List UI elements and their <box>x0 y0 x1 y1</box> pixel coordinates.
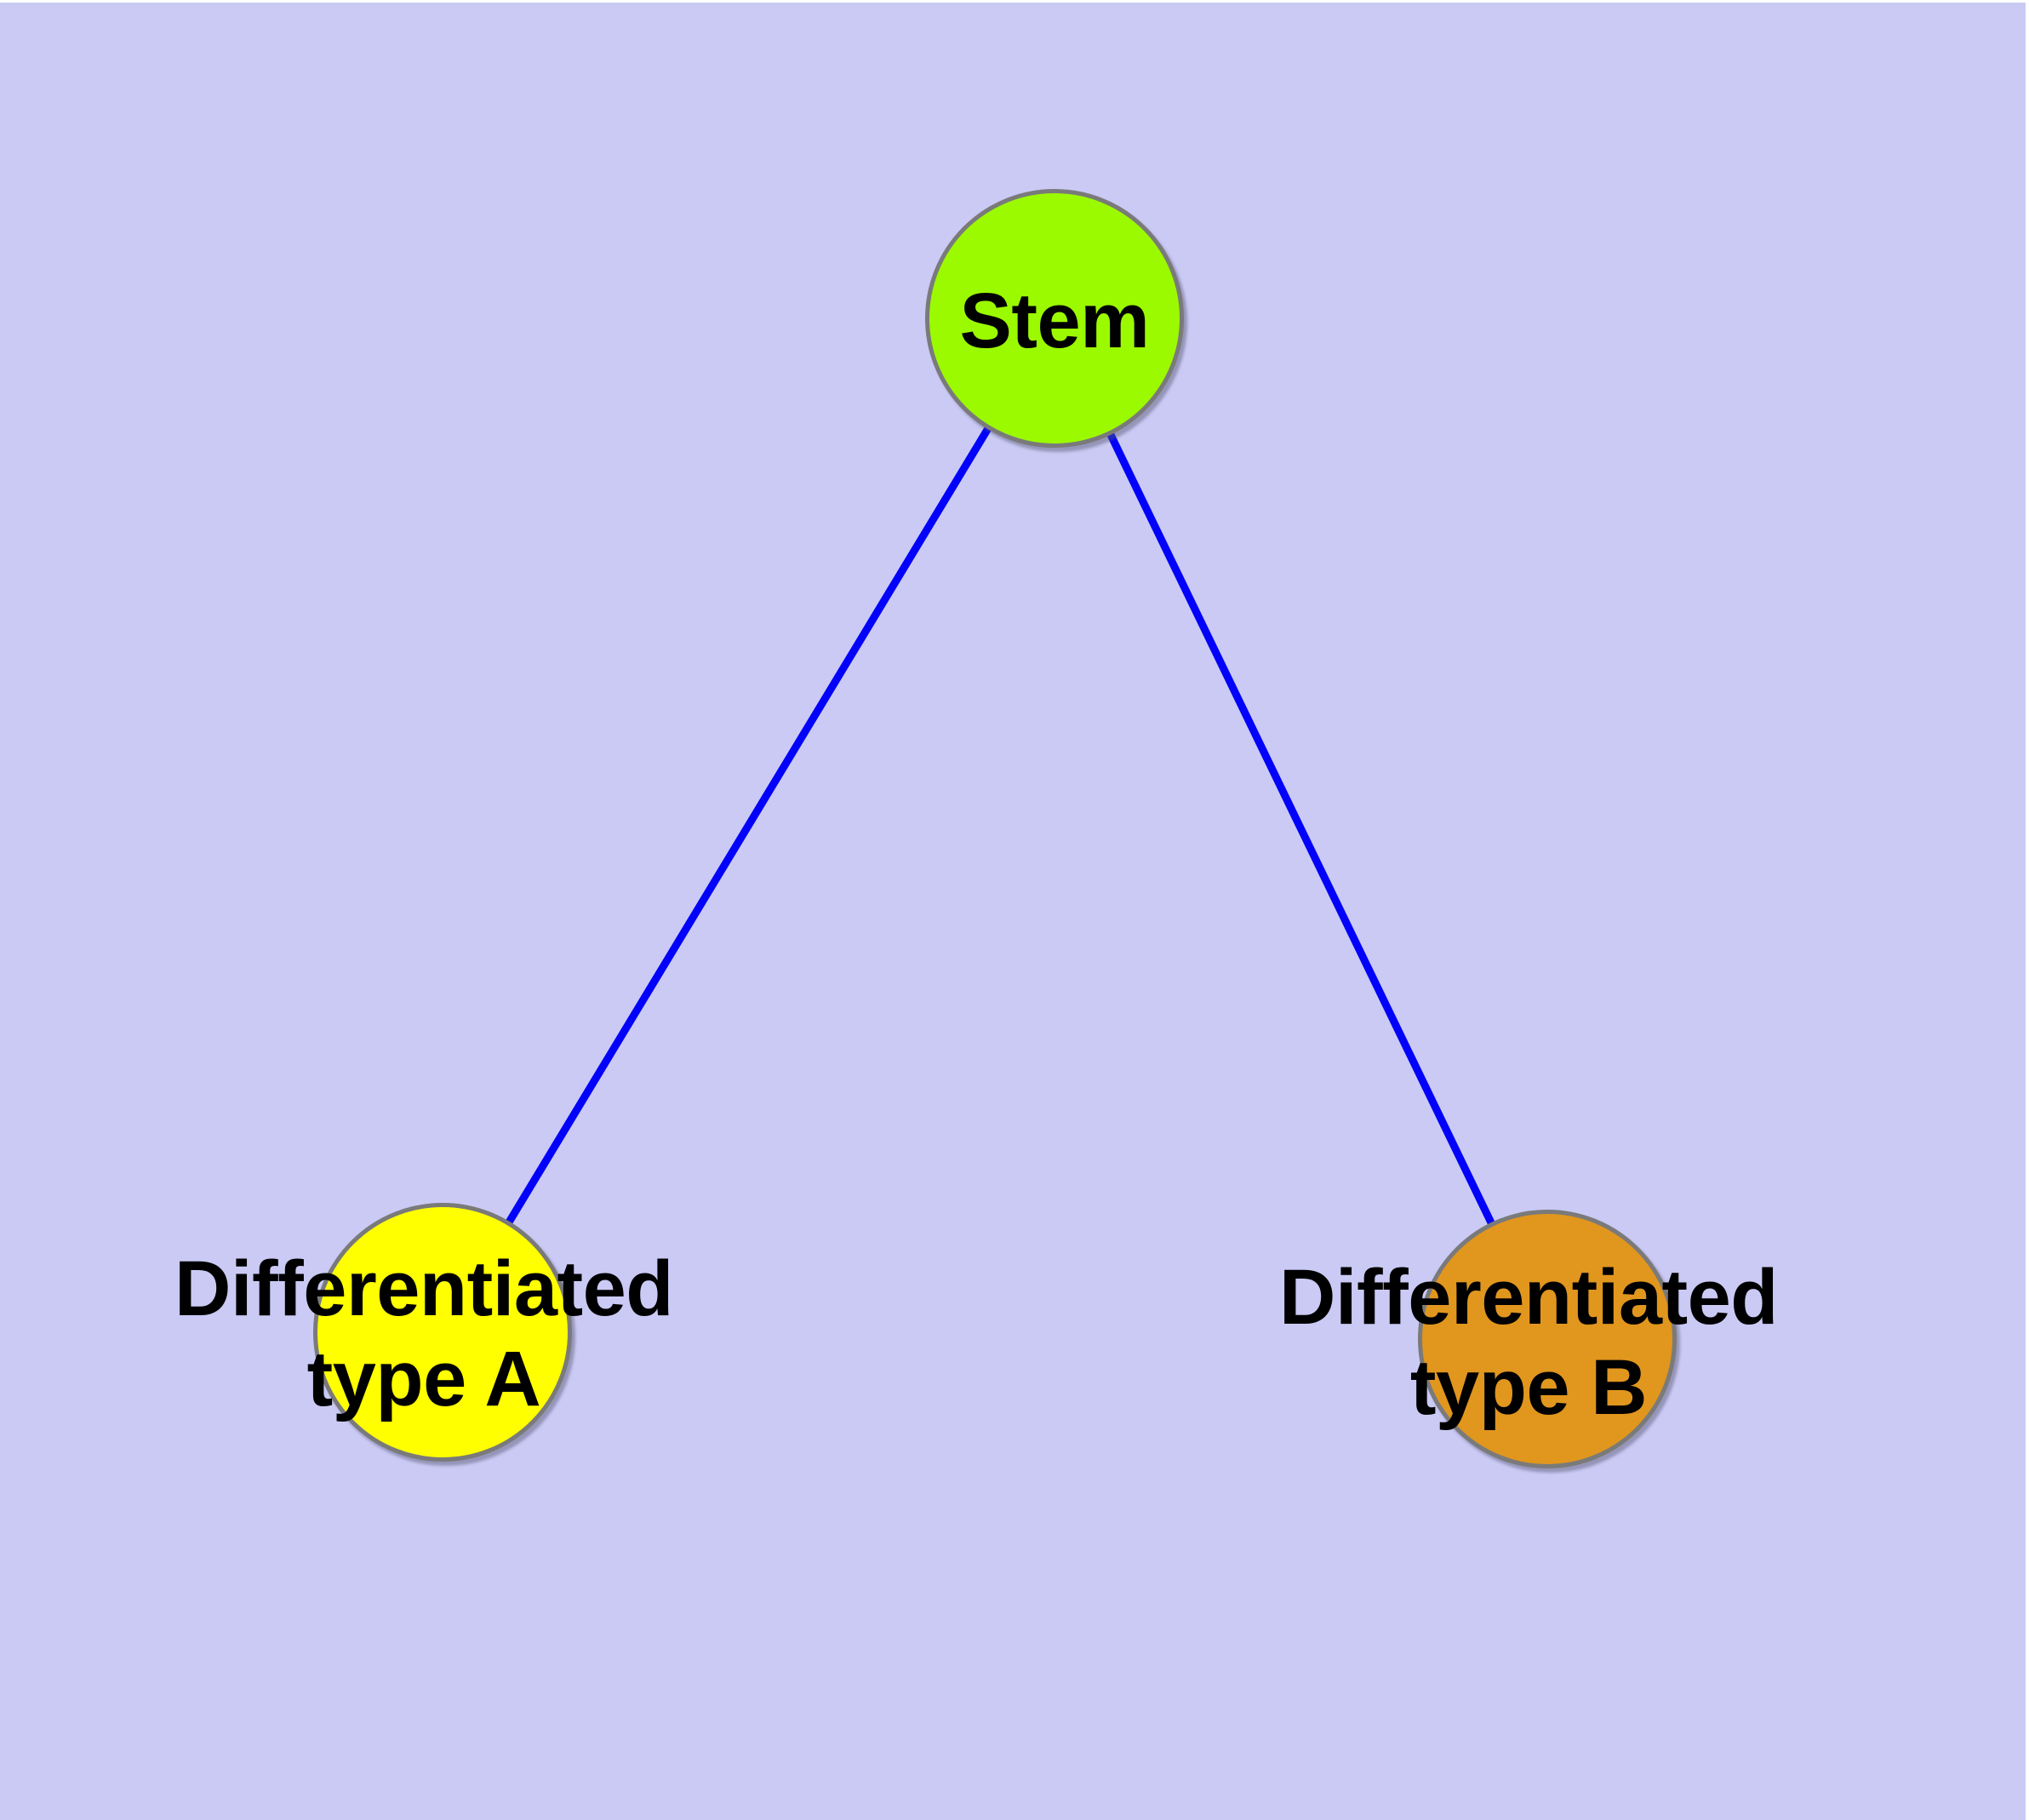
node-stem-label: Stem <box>959 278 1150 364</box>
edge-stem-to-type-a <box>439 316 1058 1335</box>
node-stem-circle <box>925 189 1184 448</box>
node-differentiated-type-b-circle <box>1418 1210 1677 1468</box>
node-differentiated-type-b-label: Differentiated type B <box>1279 1254 1778 1431</box>
node-differentiated-type-a-circle <box>313 1203 572 1462</box>
node-differentiated-type-a-label: Differentiated type A <box>174 1245 673 1422</box>
edge-stem-to-type-b <box>1050 317 1552 1341</box>
